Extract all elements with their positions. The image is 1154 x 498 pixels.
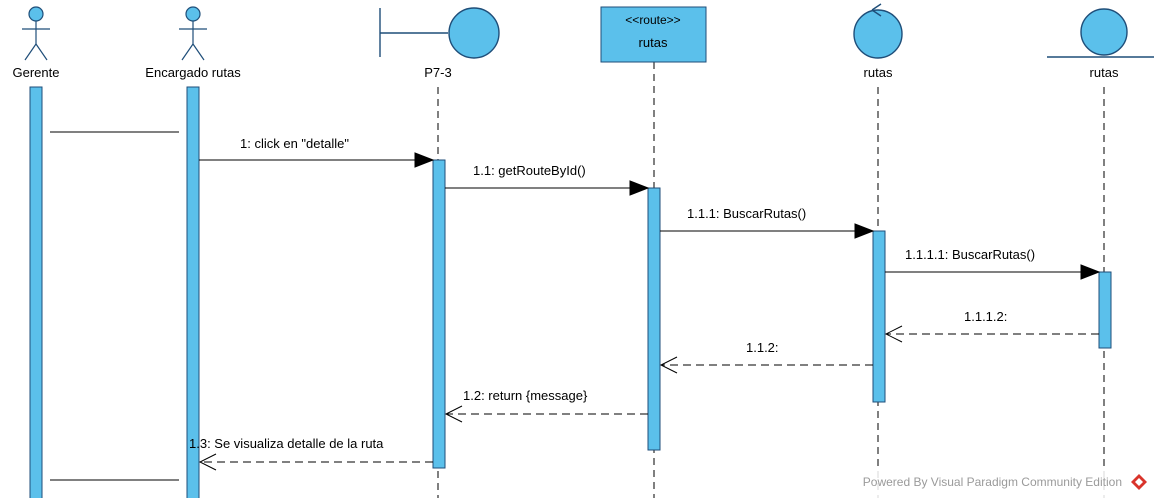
message-label-1-1-1: 1.1.1: BuscarRutas() [687,206,806,221]
message-label-1-1-1-1: 1.1.1.1: BuscarRutas() [905,247,1035,262]
activation-entity [1098,271,1112,349]
arrowhead-filled-icon [854,223,875,239]
message-label-1-1-2: 1.1.2: [746,340,779,355]
message-label-1: 1: click en "detalle" [240,136,349,151]
activation-encargado [186,86,200,498]
watermark-background [786,468,1154,498]
arrowhead-open-icon [198,453,217,471]
arrowhead-filled-icon [629,180,650,196]
message-label-1-1: 1.1: getRouteById() [473,163,586,178]
actor-encargado [179,6,207,61]
participant-label-p73: P7-3 [424,65,451,80]
participant-label-entity: rutas [1090,65,1119,80]
control-icon [853,3,903,59]
arrowhead-open-icon [444,405,463,423]
activation-route [647,187,661,451]
class-stereotype-route: <<route>> [625,13,680,27]
arrowhead-open-icon [884,325,903,343]
visual-paradigm-logo-icon [1131,474,1147,490]
message-label-1-2: 1.2: return {message} [463,388,588,403]
entity-icon [1047,8,1154,58]
message-label-1-1-1-2: 1.1.1.2: [964,309,1007,324]
boundary-icon [379,7,500,59]
participant-label-encargado: Encargado rutas [145,65,241,80]
arrowhead-filled-icon [414,152,435,168]
activation-p73 [432,159,446,469]
activation-control [872,230,886,403]
message-label-1-3: 1.3: Se visualiza detalle de la ruta [189,436,384,451]
activation-gerente [29,86,43,498]
participant-label-gerente: Gerente [13,65,60,80]
actor-gerente [22,6,50,61]
watermark-text: Powered By Visual Paradigm Community Edi… [863,475,1122,489]
class-name-route: rutas [639,35,668,50]
arrowhead-open-icon [659,356,678,374]
actor-head-icon [28,6,44,22]
arrowhead-filled-icon [1080,264,1101,280]
participant-label-control: rutas [864,65,893,80]
class-box-route [600,6,707,63]
actor-head-icon [185,6,201,22]
